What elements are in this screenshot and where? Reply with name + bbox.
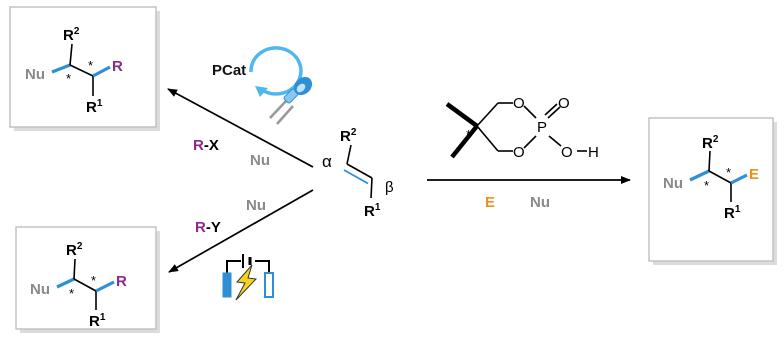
product-box-electro: Nu R2 R1 R * * [15,226,160,333]
bond-c-r1 [370,177,373,199]
acid-nu-label: Nu [530,194,550,211]
r2-label: R2 [63,26,80,44]
bond-c-r2 [69,43,73,66]
nu-label: Nu [25,66,45,83]
r2-label: R2 [340,127,357,145]
r1-label: R1 [364,202,381,220]
electrochemical-cell-icon [222,254,274,298]
stereocenter-star: * [704,178,709,193]
r1-label: R1 [86,98,103,116]
hydroxyl-hydrogen: H [588,144,599,161]
reagent-rx: R-X [193,137,219,154]
double-bond-line [343,169,369,185]
stereocenter-star: * [69,286,74,301]
bold-methyl-bond [445,102,479,128]
reagent-ry: R-Y [195,219,221,236]
bond-c-c [346,163,373,179]
photocatalyst-cycle-icon: PCat [212,46,303,97]
r-label: R [116,273,127,290]
r1-label: R1 [89,312,106,330]
box-frame [9,6,157,128]
box-frame [648,117,774,262]
bond-nu-c [689,169,710,182]
product-box-acid: Nu R2 R1 E * * [648,117,777,265]
bond-nu-c [56,277,75,289]
hydroxyl-oxygen: O [561,144,573,161]
pcat-label: PCat [212,62,246,79]
e-label: E [749,166,759,183]
photo-nu-label: Nu [250,152,270,169]
alkene-substrate: R2 R1 α β [322,127,394,220]
box-frame [15,226,157,330]
stereocenter-star: * [91,273,96,288]
r1-label: R1 [724,204,741,222]
bond-c-c [708,170,732,184]
bond-c-c [69,64,94,77]
arrow-photo-route [167,88,314,168]
product-photo-structure: Nu R2 R1 R * * [25,26,123,116]
bond-c-e [730,173,748,185]
stereocenter-star: * [466,127,471,142]
bond-c-r2 [73,258,76,280]
nu-label: Nu [663,175,683,192]
alpha-label: α [322,152,332,171]
r2-label: R2 [66,241,83,259]
product-box-photo: Nu R2 R1 R * * [9,6,160,131]
arrow-electro-route [168,189,314,273]
bold-methyl-bond [450,124,479,159]
bond-nu-c [51,63,71,74]
product-acid-structure: Nu R2 R1 E * * [663,134,759,222]
acid-e-label: E [485,194,495,211]
stereocenter-star: * [66,71,71,86]
phosphoric-acid-catalyst: * O O P O O H [445,95,599,161]
ring-oxygen-bottom: O [513,144,525,161]
bond-c-c [73,278,97,292]
oxo-oxygen: O [558,95,570,112]
bond-c-r [95,280,115,293]
r2-label: R2 [702,134,719,152]
bond-c-r2 [708,150,711,172]
nu-label: Nu [30,281,50,298]
electro-nu-label: Nu [246,197,266,214]
stereocenter-star: * [88,58,93,73]
stereocenter-star: * [726,165,731,180]
ring-oxygen-top: O [513,95,525,112]
lightning-bolt-icon [235,264,258,301]
beta-label: β [385,179,394,196]
bond-c-r [92,65,111,78]
bond-c-r2 [346,144,352,165]
r-label: R [112,58,123,75]
product-electro-structure: Nu R2 R1 R * * [30,241,127,330]
phosphorus-label: P [537,119,547,136]
blue-led-icon [269,76,313,125]
